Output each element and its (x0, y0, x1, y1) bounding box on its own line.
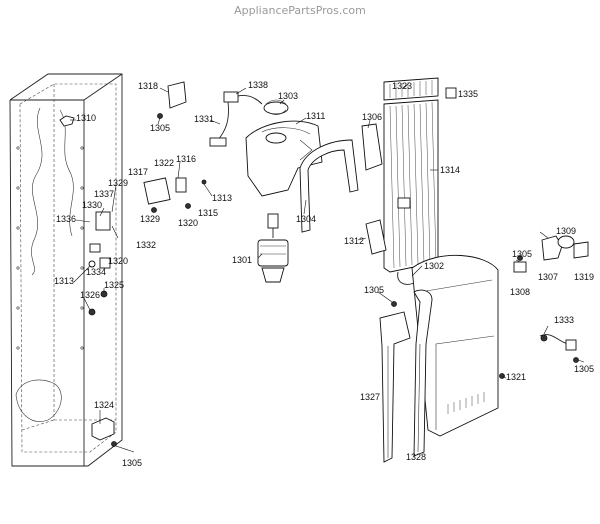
callout-1317: 1317 (128, 167, 148, 177)
evaporator-coil (365, 77, 457, 285)
callout-1303: 1303 (278, 91, 298, 101)
callout-1336: 1336 (56, 214, 76, 224)
callout-1305-e: 1305 (122, 458, 142, 468)
callout-1305-d: 1305 (574, 364, 594, 374)
callout-1323: 1323 (392, 81, 412, 91)
callout-1305-b: 1305 (512, 249, 532, 259)
callout-1325: 1325 (104, 280, 124, 290)
callout-1333: 1333 (554, 315, 574, 325)
leader-lines (70, 83, 585, 453)
callout-1334: 1334 (86, 267, 106, 277)
callout-1335: 1335 (458, 89, 478, 99)
watermark: AppliancePartsPros.com (234, 4, 366, 17)
callout-1326: 1326 (80, 290, 100, 300)
callout-1307: 1307 (538, 272, 558, 282)
callout-1320-a: 1320 (178, 218, 198, 228)
callout-1312: 1312 (344, 236, 364, 246)
callout-1313-b: 1313 (54, 276, 74, 286)
callout-1329-b: 1329 (140, 214, 160, 224)
callout-1310: 1310 (76, 113, 96, 123)
callout-1324: 1324 (94, 400, 114, 410)
callout-1306: 1306 (362, 112, 382, 122)
evaporator-fan-assembly (143, 81, 383, 283)
callout-1329-a: 1329 (108, 178, 128, 188)
callout-1302: 1302 (424, 261, 444, 271)
callout-labels: 1318 1338 1303 1323 1335 1310 1305 1331 … (54, 80, 594, 468)
callout-1308: 1308 (510, 287, 530, 297)
callout-1305-c: 1305 (364, 285, 384, 295)
callout-1314: 1314 (440, 165, 460, 175)
callout-1311: 1311 (306, 111, 325, 121)
callout-1320-b: 1320 (108, 256, 128, 266)
callout-1305-a: 1305 (150, 123, 170, 133)
air-ducts (379, 289, 433, 463)
callout-1330: 1330 (82, 200, 102, 210)
callout-1332: 1332 (136, 240, 156, 250)
callout-1327: 1327 (360, 392, 380, 402)
callout-1316: 1316 (176, 154, 196, 164)
callout-1322: 1322 (154, 158, 174, 168)
callout-1309: 1309 (556, 226, 576, 236)
evaporator-cover (411, 254, 579, 437)
callout-1315: 1315 (198, 208, 218, 218)
callout-1328: 1328 (406, 452, 426, 462)
light-parts (513, 235, 589, 273)
callout-1337: 1337 (94, 189, 114, 199)
callout-1318: 1318 (138, 81, 158, 91)
callout-1319: 1319 (574, 272, 594, 282)
callout-1331: 1331 (194, 114, 214, 124)
callout-1321: 1321 (506, 372, 526, 382)
callout-1301: 1301 (232, 255, 252, 265)
cabinet-liner (9, 73, 123, 467)
callout-1313-a: 1313 (212, 193, 232, 203)
callout-1304: 1304 (296, 214, 316, 224)
callout-1338: 1338 (248, 80, 268, 90)
